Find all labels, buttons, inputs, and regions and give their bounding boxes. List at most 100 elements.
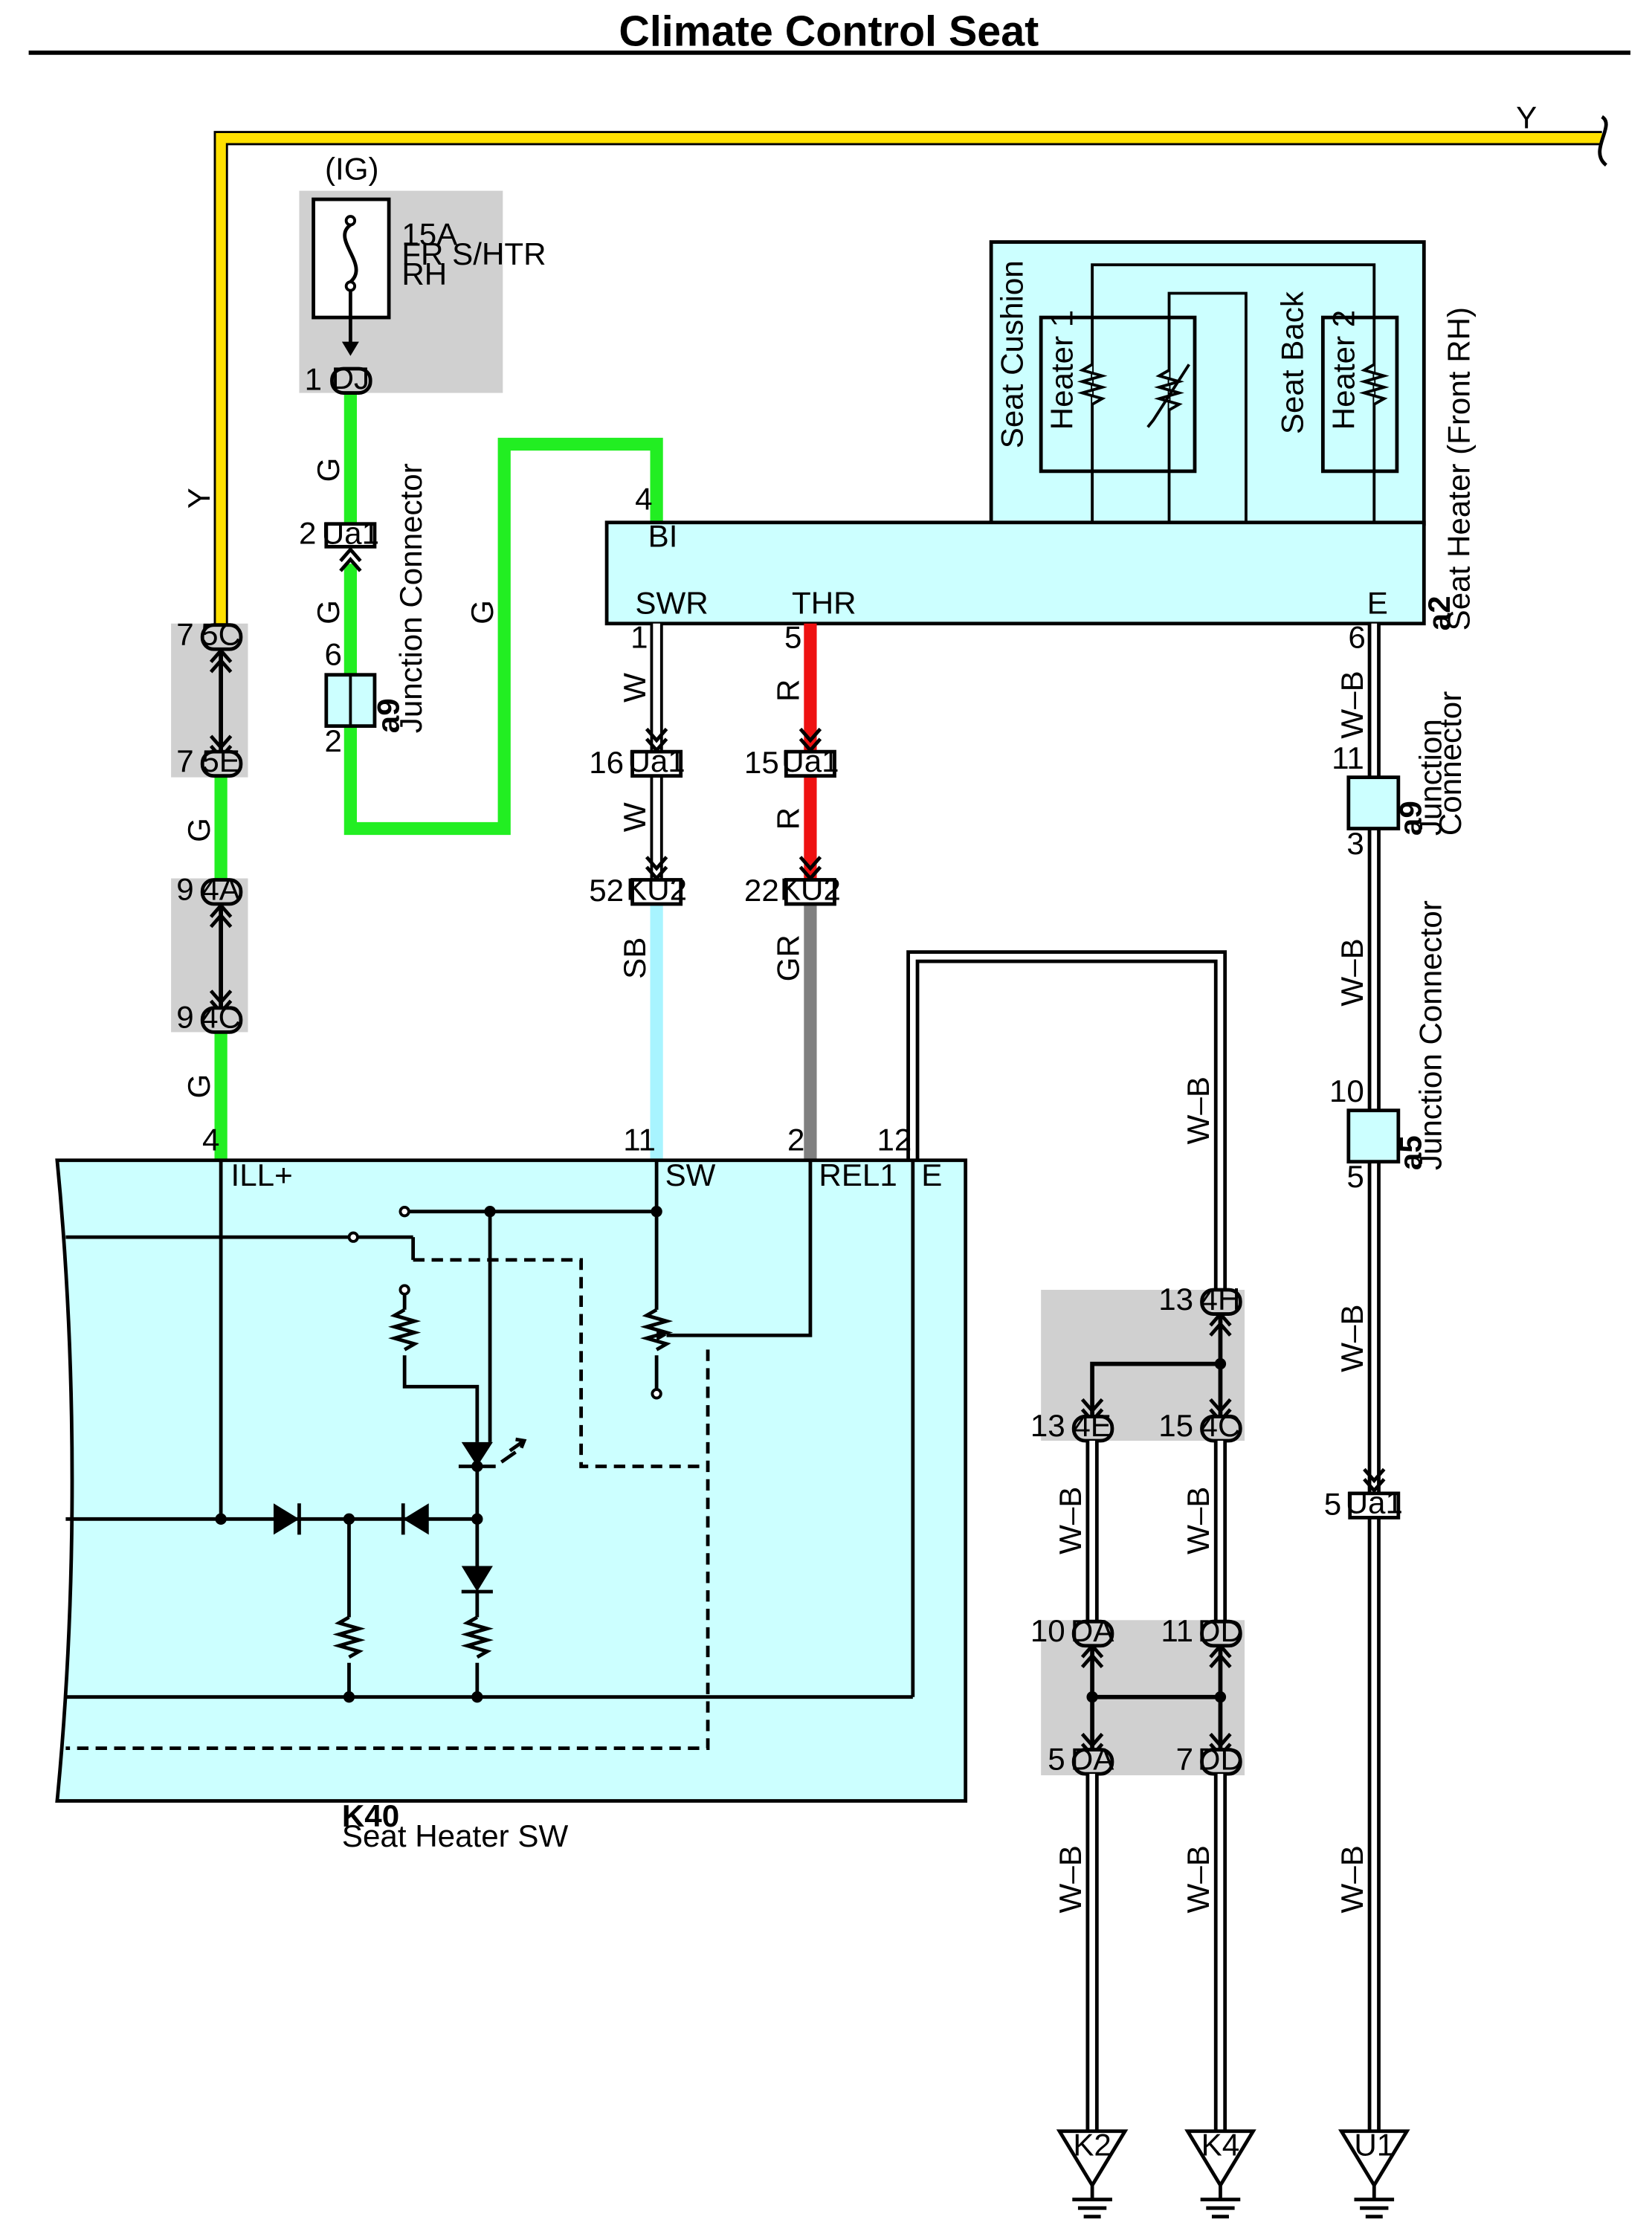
pin-bl: 4 <box>635 482 652 517</box>
pin-e-k40: 12 <box>877 1122 911 1157</box>
diode-icon <box>273 1503 300 1535</box>
seat-heater-switch-k40: 4 11 2 12 ILL+ SW REL1 E <box>55 1122 968 1853</box>
connector-ua1-w-label: Ua1 <box>627 743 685 778</box>
ground-u1-label: U1 <box>1354 2127 1394 2162</box>
wire-label-wb-right2: W–B <box>1335 938 1369 1006</box>
wire-label-wb-k2a: W–B <box>1053 1487 1088 1554</box>
wire-label-r2: R <box>771 807 806 830</box>
connector-ua1-left: Ua1 2 <box>299 516 379 571</box>
pin-ill: 4 <box>202 1122 219 1157</box>
connector-da-bot-label: DA <box>1071 1741 1114 1776</box>
switch-contact <box>347 1231 359 1243</box>
wire-label-wb-right1: W–B <box>1335 671 1369 738</box>
resistor-icon <box>1358 363 1390 406</box>
junction-a9-right: 11 3 a9 Junction Connector <box>1332 691 1468 861</box>
connector-4c2-label: 4C <box>1201 1408 1241 1443</box>
pin-name-rel: REL1 <box>819 1157 897 1192</box>
seat-cushion-label: Seat Cushion <box>994 260 1029 448</box>
junction-4h-4e-4c: 4H 13 4E 13 4C 15 <box>1030 1282 1245 1443</box>
junction-a5-code: a5 <box>1393 1135 1427 1170</box>
ground-icon <box>1184 2129 1256 2189</box>
pin-ua1-w: 16 <box>589 745 624 780</box>
wire-label-w2: W <box>617 802 652 832</box>
pin-a9r-bot: 3 <box>1346 826 1364 861</box>
resistor-icon <box>332 1615 366 1659</box>
connector-dd-bot-label: DD <box>1198 1741 1243 1776</box>
switch-k40-name: Seat Heater SW <box>342 1818 569 1853</box>
diode-icon <box>461 1566 493 1592</box>
wire-y: Y Y <box>181 100 1608 627</box>
junction-a9-left-code: a9 <box>370 698 405 733</box>
seat-back-label: Seat Back <box>1275 291 1310 434</box>
pin-a9l-top: 6 <box>324 636 341 671</box>
wire-wb-mid: W–B <box>906 950 1227 1291</box>
wire-continuation-icon <box>1598 114 1608 167</box>
pin-sw: 11 <box>623 1122 656 1157</box>
connector-ua1-w: Ua1 16 <box>589 743 685 780</box>
connector-ua1-r: Ua1 15 <box>744 743 839 780</box>
switch-contact <box>651 1388 662 1400</box>
pin-name-bl: BI <box>648 518 678 553</box>
pin-5e: 7 <box>176 743 193 778</box>
pin-name-ill: ILL+ <box>231 1157 293 1192</box>
wire-g-left: G G <box>181 763 228 1160</box>
wire-label-wb-mid: W–B <box>1181 1076 1216 1144</box>
diode-icon <box>403 1503 429 1535</box>
junction-da-dd: DA 10 DD 11 DA 5 DD 7 <box>1030 1613 1245 1776</box>
connector-ua1-bottom: Ua1 5 <box>1324 1485 1403 1522</box>
wire-swr: 1 W W SB <box>617 619 667 1160</box>
connector-ku2-sb-label: KU2 <box>626 871 687 906</box>
ground-icon <box>1338 2129 1410 2189</box>
pin-dj: 1 <box>305 362 322 397</box>
pin-4a: 9 <box>176 871 193 906</box>
junction-a9-right-name2: Connector <box>1433 691 1468 836</box>
junction-5c-5e: 5C 7 5E 7 <box>171 617 248 778</box>
pin-ku2-sb: 52 <box>589 873 624 908</box>
wire-label-g5: G <box>181 1074 216 1099</box>
ground-k4: K4 <box>1184 2127 1256 2219</box>
wire-label-wb-k4b: W–B <box>1181 1845 1216 1913</box>
junction-a5-name: Junction Connector <box>1413 900 1448 1170</box>
heater-2-label: Heater 2 <box>1326 310 1361 430</box>
ground-k2-label: K2 <box>1073 2127 1111 2162</box>
pin-dd-bot: 7 <box>1176 1741 1193 1776</box>
connector-ua1-r-label: Ua1 <box>781 743 839 778</box>
connector-ku2-gr: KU2 22 <box>744 871 841 908</box>
pin-ku2-gr: 22 <box>744 873 779 908</box>
thermistor-icon <box>1154 369 1184 412</box>
pin-thr: 5 <box>784 619 801 654</box>
seat-heater-name: Seat Heater (Front RH) <box>1442 307 1477 630</box>
junction-a9-right-code: a9 <box>1393 801 1427 836</box>
fuse-name-2: RH <box>401 256 447 291</box>
pin-e-top: 6 <box>1348 619 1365 654</box>
pin-dd-top: 11 <box>1161 1613 1193 1648</box>
wire-label-g3: G <box>465 600 500 624</box>
wire-wb-lower: W–B W–B <box>1053 1440 1227 1621</box>
connector-5e-label: 5E <box>201 743 240 778</box>
wire-label-w1: W <box>617 673 652 703</box>
pin-swr: 1 <box>630 619 648 654</box>
junction-4a-4c: 4A 9 4C 9 <box>171 871 248 1035</box>
pin-5c: 7 <box>176 617 193 652</box>
fuse-block: (IG) 15A FR S/HTR RH <box>299 151 546 393</box>
seat-heater-a2: Seat Cushion Heater 1 Seat Back Heater 2… <box>604 240 1477 630</box>
wire-label-wb-right4: W–B <box>1335 1845 1369 1913</box>
ground-u1: U1 <box>1338 2127 1410 2219</box>
wire-label-gr: GR <box>771 934 806 981</box>
connector-4h-label: 4H <box>1201 1282 1241 1317</box>
diagram-title: Climate Control Seat <box>619 7 1039 55</box>
wire-label-g4: G <box>181 818 216 842</box>
connector-dj: DJ 1 <box>305 361 372 397</box>
connector-ua1-bottom-label: Ua1 <box>1346 1485 1403 1520</box>
heater-1-label: Heater 1 <box>1044 310 1079 430</box>
ground-k2: K2 <box>1056 2127 1129 2219</box>
connector-5c-label: 5C <box>201 617 241 652</box>
fuse-ig-label: (IG) <box>325 151 379 186</box>
pin-4e: 13 <box>1030 1408 1065 1443</box>
led-icon <box>461 1441 493 1467</box>
junction-a9-left: 6 2 a9 Junction Connector <box>324 463 428 758</box>
seat-heater-code: a2 <box>1422 595 1456 630</box>
wire-label-g2: G <box>311 600 346 624</box>
connector-ku2-sb: KU2 52 <box>589 871 687 908</box>
pin-a9r-top: 11 <box>1332 740 1364 775</box>
